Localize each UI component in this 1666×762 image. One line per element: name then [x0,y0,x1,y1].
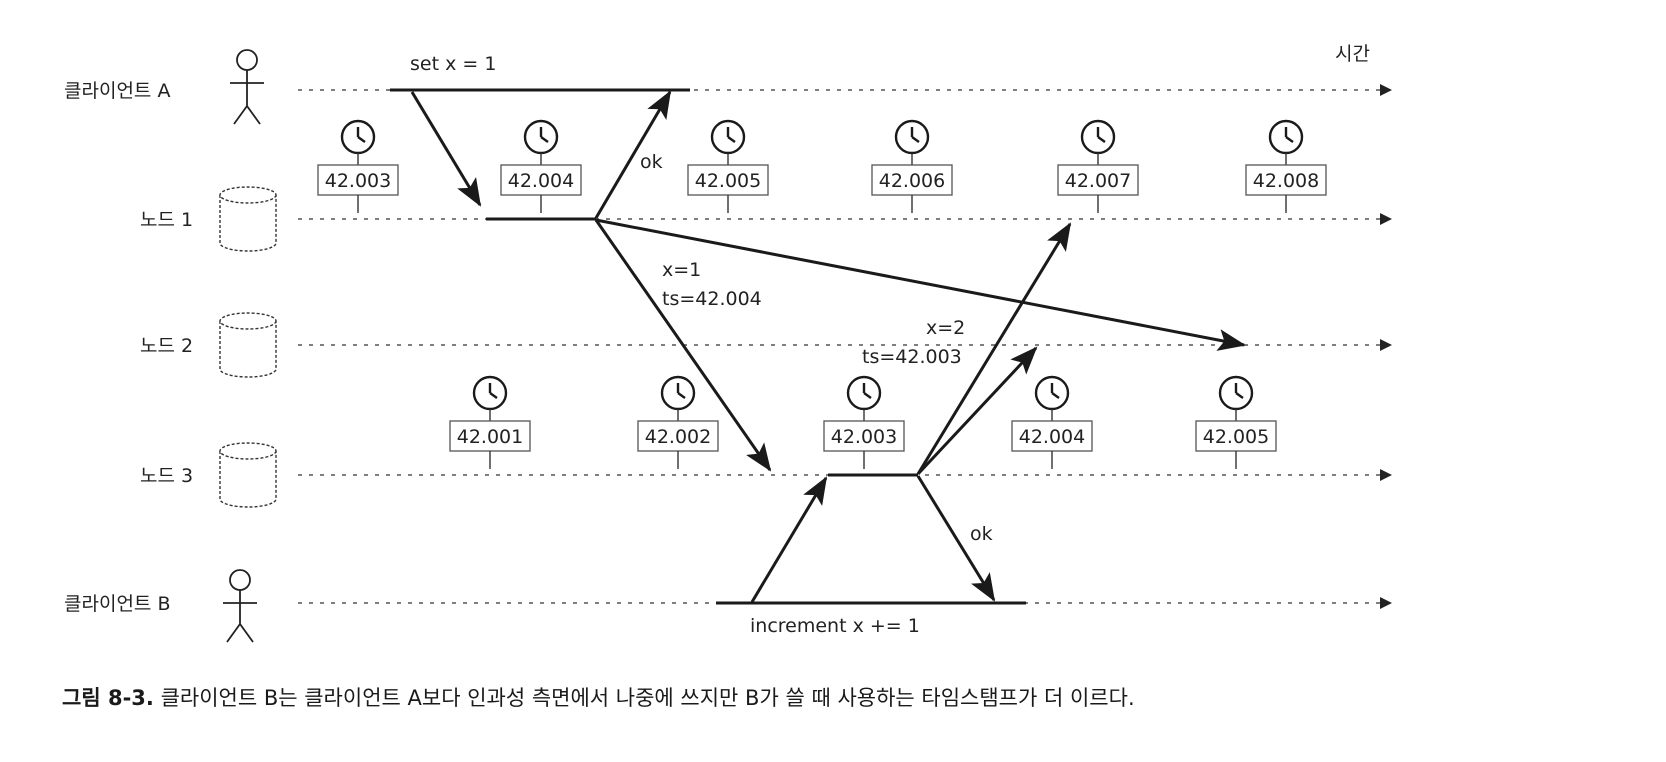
clock-icon [523,119,559,165]
timestamp-label: 42.005 [695,170,761,192]
timestamp-box [1057,164,1139,196]
timestamp-box [317,164,399,196]
increment-label: increment x += 1 [750,615,920,637]
clock-icon [340,119,376,165]
timestamp-label: 42.004 [1019,426,1085,448]
person-icon [230,49,264,125]
timestamp-box [687,164,769,196]
timestamp-box [637,420,719,452]
clock-icon [1268,119,1304,165]
database-icon [219,442,277,508]
clock-widget: 42.008 [1245,119,1327,213]
ok-arrow-b [916,475,996,602]
clock-icon [1218,375,1254,421]
timestamp-label: 42.003 [325,170,391,192]
database-icon [219,186,277,252]
replicate-x2-node-1-arrow [916,222,1072,475]
timestamp-label: 42.007 [1065,170,1131,192]
clock-icon [710,119,746,165]
clock-widget: 42.004 [1011,375,1093,469]
clock-icon [472,375,508,421]
timestamp-label: 42.008 [1253,170,1319,192]
timestamp-label: 42.006 [879,170,945,192]
timestamp-label: 42.001 [457,426,523,448]
clock-widget: 42.007 [1057,119,1139,213]
clock-widget: 42.006 [871,119,953,213]
clock-widget: 42.005 [1195,375,1277,469]
lane-label-client-a: 클라이언트 A [64,80,170,102]
replicate-2-ts-label: ts=42.003 [862,346,962,368]
clock-widget: 42.001 [449,375,531,469]
timeline-node-1 [298,213,1392,225]
caption-text: 클라이언트 B는 클라이언트 A보다 인과성 측면에서 나중에 쓰지만 B가 쓸… [160,686,1135,710]
timestamp-box [823,420,905,452]
set-arrow [410,91,482,207]
lane-label-node-1: 노드 1 [140,209,193,231]
timestamp-box [1195,420,1277,452]
replicate-1-ts-label: ts=42.004 [662,288,762,310]
timestamp-box [500,164,582,196]
increment-arrow [750,476,828,603]
lane-label-client-b: 클라이언트 B [64,593,170,615]
timestamp-label: 42.005 [1203,426,1269,448]
clock-icon [1034,375,1070,421]
clock-widget: 42.003 [317,119,399,213]
database-icon [219,312,277,378]
timestamp-label: 42.002 [645,426,711,448]
timestamp-label: 42.003 [831,426,897,448]
causality-timestamp-diagram: 시간 클라이언트 A 노드 1 노드 2 노드 3 클라이언트 B [64,43,1392,643]
lane-label-node-3: 노드 3 [140,465,193,487]
clock-widget: 42.004 [500,119,582,213]
clock-widget: 42.003 [823,375,905,469]
clock-icon [660,375,696,421]
ok-label-a: ok [640,151,663,173]
ok-arrow-a [594,90,672,219]
set-label: set x = 1 [410,53,496,75]
timeline-client-a [298,84,1392,96]
clock-widget: 42.005 [687,119,769,213]
timestamp-label: 42.004 [508,170,574,192]
timestamp-box [871,164,953,196]
person-icon [223,569,257,643]
replicate-x2-node-2-arrow [916,346,1038,476]
clock-icon [846,375,882,421]
time-label: 시간 [1335,43,1370,65]
figure-caption: 그림 8-3. 클라이언트 B는 클라이언트 A보다 인과성 측면에서 나중에 … [62,682,1135,712]
replicate-node-2-arrow [595,218,1246,351]
replicate-2-value-label: x=2 [926,317,965,339]
lane-label-node-2: 노드 2 [140,335,193,357]
replicate-node-3-arrow [594,219,772,472]
timestamp-box [1245,164,1327,196]
clock-icon [894,119,930,165]
replicate-1-value-label: x=1 [662,259,701,281]
clock-widget: 42.002 [637,375,719,469]
timestamp-box [1011,420,1093,452]
ok-label-b: ok [970,523,993,545]
clock-icon [1080,119,1116,165]
timeline-node-2 [298,339,1392,351]
timestamp-box [449,420,531,452]
figure-number: 그림 8-3. [62,686,154,710]
